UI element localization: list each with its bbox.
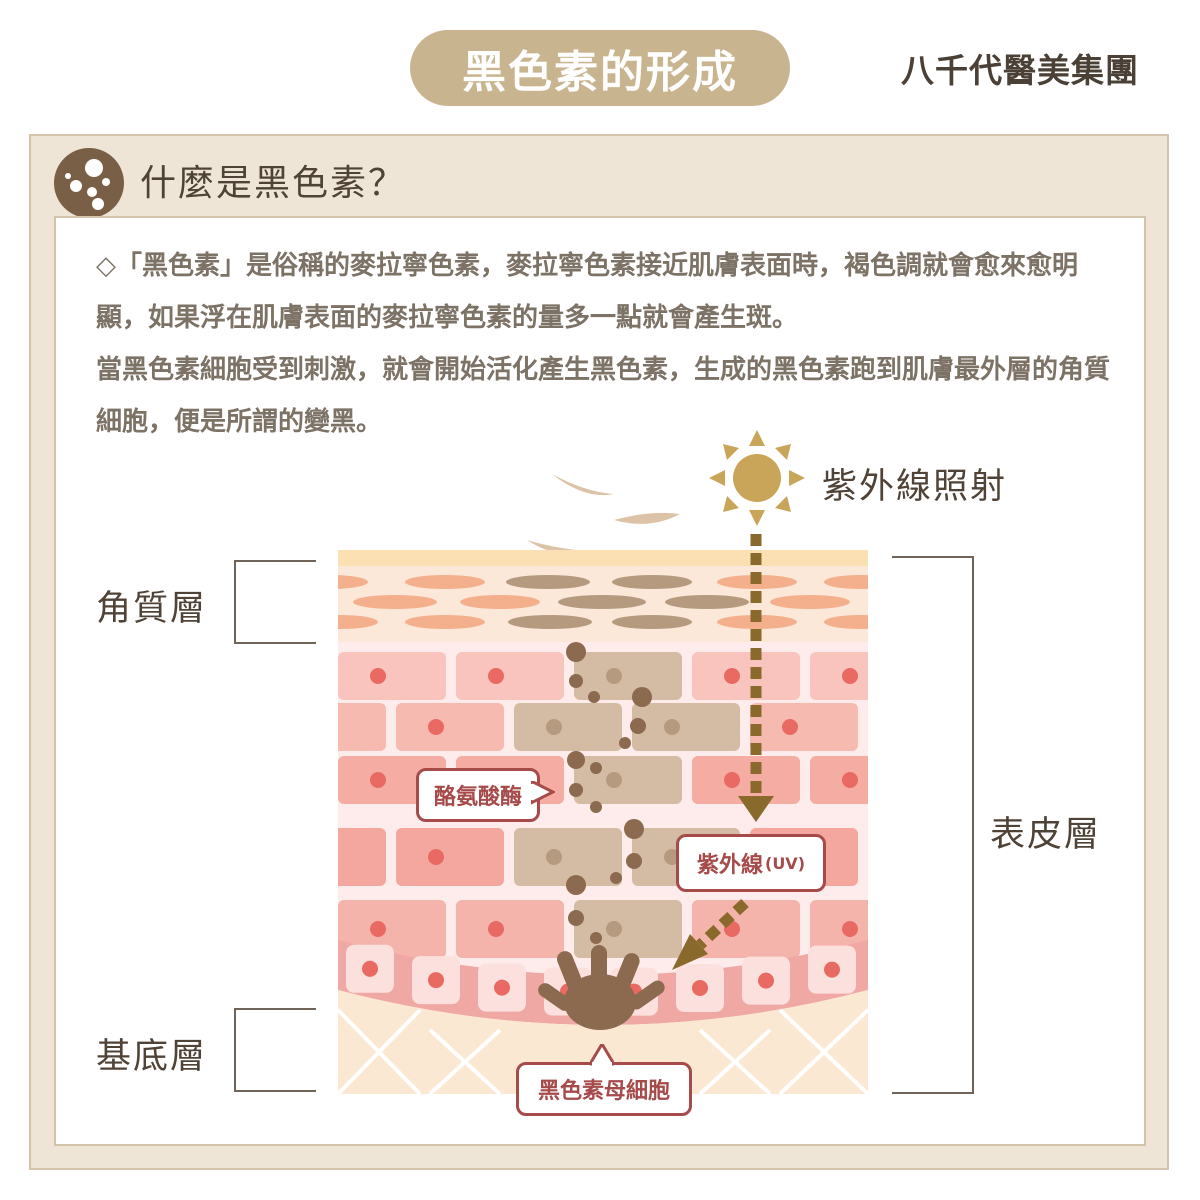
- corneum-bracket: [234, 560, 316, 644]
- skin-cell: [692, 900, 800, 958]
- skin-cell: [220, 756, 328, 804]
- skin-cell: [514, 703, 622, 751]
- tyrosinase-label: 酪氨酸酶: [433, 785, 522, 810]
- epidermis-label: 表皮層: [990, 815, 1102, 855]
- skin-cell: [632, 703, 740, 751]
- cell-nucleus: [606, 772, 622, 788]
- skin-cell: [456, 900, 564, 958]
- cell-nucleus: [310, 849, 326, 865]
- cell-nucleus: [428, 849, 444, 865]
- basal-nucleus: [692, 979, 708, 996]
- uv-arrow-icon: [672, 534, 774, 970]
- skin-cell: [692, 652, 800, 700]
- skin-cell: [514, 828, 622, 886]
- basal-nucleus: [758, 972, 774, 989]
- tyrosinase-pointer: [531, 781, 555, 805]
- cell-nucleus: [664, 719, 680, 735]
- cell-nucleus: [192, 719, 208, 735]
- uv-exposure-label: 紫外線照射: [822, 467, 1008, 507]
- cell-nucleus: [370, 772, 386, 788]
- cell-nucleus: [842, 668, 858, 684]
- skin-cell: [574, 652, 682, 700]
- cell-nucleus: [724, 668, 740, 684]
- cell-nucleus: [842, 772, 858, 788]
- sun-icon: [709, 430, 805, 526]
- skin-cell: [810, 652, 868, 700]
- melanocyte-cell: [538, 945, 665, 1030]
- skin-cell: [574, 900, 682, 958]
- basal-bracket: [234, 1008, 316, 1092]
- cell-nucleus: [606, 668, 622, 684]
- cell-nucleus: [546, 719, 562, 735]
- stratum-corneum-label: 角質層: [96, 589, 208, 629]
- epidermis-bracket: [892, 556, 974, 1094]
- basal-nucleus: [362, 960, 378, 977]
- skin-cell: [396, 703, 504, 751]
- cell-nucleus: [428, 719, 444, 735]
- cell-nucleus: [546, 849, 562, 865]
- skin-cell: [160, 703, 268, 751]
- skin-cell: [396, 828, 504, 886]
- cell-nucleus: [724, 772, 740, 788]
- page-title: 黑色素的形成: [410, 30, 790, 106]
- falling-flakes: [527, 474, 680, 556]
- cell-nucleus: [252, 921, 268, 937]
- skin-cell: [456, 652, 564, 700]
- skin-cell: [750, 703, 858, 751]
- melanin-dots-icon: [54, 148, 124, 218]
- skin-cell: [338, 828, 386, 886]
- cell-nucleus: [192, 849, 208, 865]
- description-paragraph: 當黑色素細胞受到刺激，就會開始活化產生黑色素，生成的黑色素跑到肌膚最外層的角質細…: [96, 355, 1111, 437]
- section-heading: 什麼是黑色素？: [140, 163, 407, 204]
- cell-nucleus: [782, 719, 798, 735]
- melanocyte-label: 黑色素母細胞: [537, 1079, 670, 1104]
- cell-nucleus: [370, 921, 386, 937]
- description: ◇「黑色素」是俗稱的麥拉寧色素，麥拉寧色素接近肌膚表面時，褐色調就會愈來愈明顯，…: [96, 240, 1116, 448]
- melanin-granules: [566, 642, 652, 944]
- uv-callout: 紫外線 (UV): [676, 834, 826, 892]
- skin-cell: [338, 900, 446, 958]
- skin-cell: [810, 900, 868, 958]
- skin-cell: [810, 756, 868, 804]
- melanocyte-pointer: [590, 1044, 614, 1066]
- basal-nucleus: [494, 979, 510, 996]
- basal-nucleus: [428, 972, 444, 989]
- skin-cell: [692, 756, 800, 804]
- cell-nucleus: [252, 772, 268, 788]
- skin-cell: [220, 652, 328, 700]
- cell-nucleus: [370, 668, 386, 684]
- dermis-pattern: [338, 1008, 868, 1094]
- skin-cell: [574, 756, 682, 804]
- cell-nucleus: [606, 921, 622, 937]
- melanocyte-callout: 黑色素母細胞: [516, 1062, 692, 1116]
- brand-name: 八千代醫美集團: [901, 51, 1139, 90]
- description-paragraph: ◇「黑色素」是俗稱的麥拉寧色素，麥拉寧色素接近肌膚表面時，褐色調就會愈來愈明顯，…: [96, 251, 1078, 333]
- cell-nucleus: [842, 921, 858, 937]
- corneum-flakes: [338, 575, 868, 629]
- cell-nucleus: [252, 668, 268, 684]
- skin-cell: [338, 652, 446, 700]
- skin-cell: [160, 828, 268, 886]
- cell-nucleus: [310, 719, 326, 735]
- cell-nucleus: [488, 668, 504, 684]
- cell-nucleus: [488, 921, 504, 937]
- skin-cell: [338, 703, 386, 751]
- basal-layer-label: 基底層: [96, 1037, 208, 1077]
- basal-nucleus: [824, 961, 840, 978]
- skin-cell: [220, 900, 328, 958]
- uv-callout-label: 紫外線: [696, 853, 763, 878]
- tyrosinase-callout: 酪氨酸酶: [416, 768, 540, 822]
- uv-callout-suffix: (UV): [765, 853, 805, 873]
